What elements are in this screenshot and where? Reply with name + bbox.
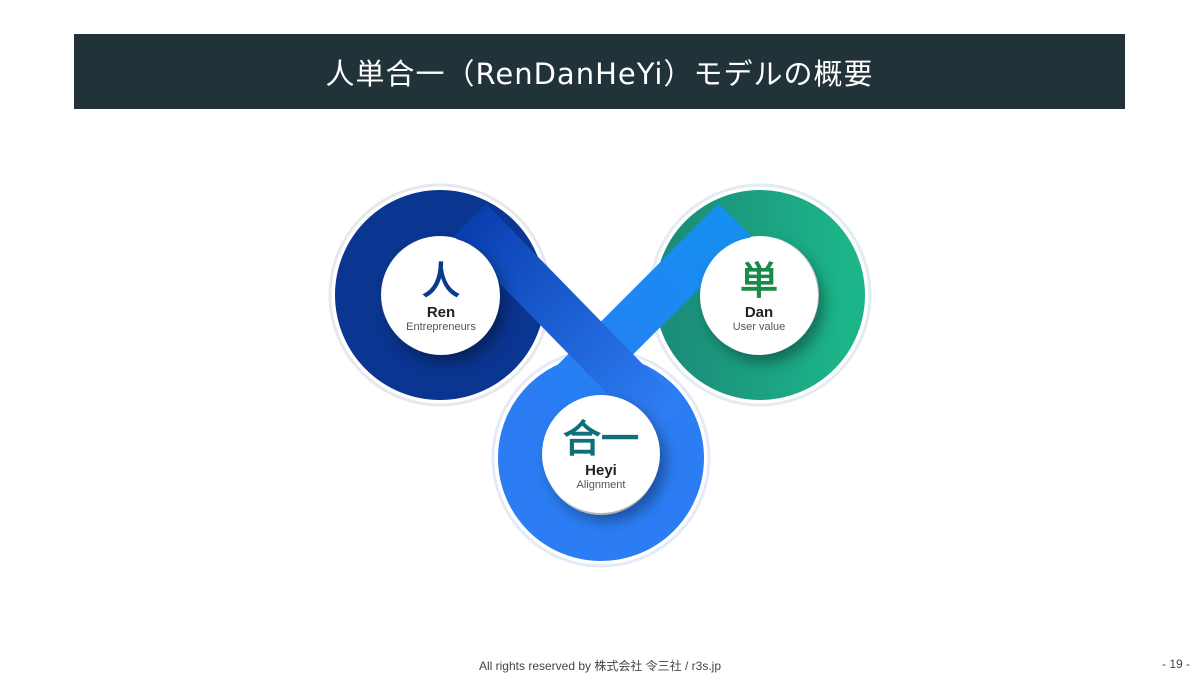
- page-title: 人単合一（RenDanHeYi）モデルの概要: [325, 56, 874, 91]
- node-ren-kanji: 人: [421, 258, 460, 303]
- node-ren: 人 Ren Entrepreneurs: [382, 237, 500, 355]
- node-dan: 単 Dan User value: [700, 237, 818, 355]
- node-heyi: 合一 Heyi Alignment: [542, 395, 660, 513]
- node-dan-kanji: 単: [739, 258, 778, 303]
- node-dan-sub: User value: [732, 320, 786, 333]
- title-bar: 人単合一（RenDanHeYi）モデルの概要: [74, 34, 1125, 109]
- page-number: - 19 -: [1161, 657, 1190, 671]
- band-left-to-bottom: [453, 203, 682, 437]
- node-dan-name: Dan: [744, 303, 774, 321]
- footer-copyright: All rights reserved by 株式会社 令三社 / r3s.jp: [478, 659, 722, 673]
- node-heyi-name: Heyi: [585, 461, 617, 479]
- node-ren-name: Ren: [426, 303, 456, 321]
- node-heyi-sub: Alignment: [576, 478, 626, 491]
- node-ren-sub: Entrepreneurs: [406, 320, 476, 333]
- node-heyi-kanji: 合一: [562, 416, 639, 461]
- band-right-to-bottom: [528, 203, 752, 427]
